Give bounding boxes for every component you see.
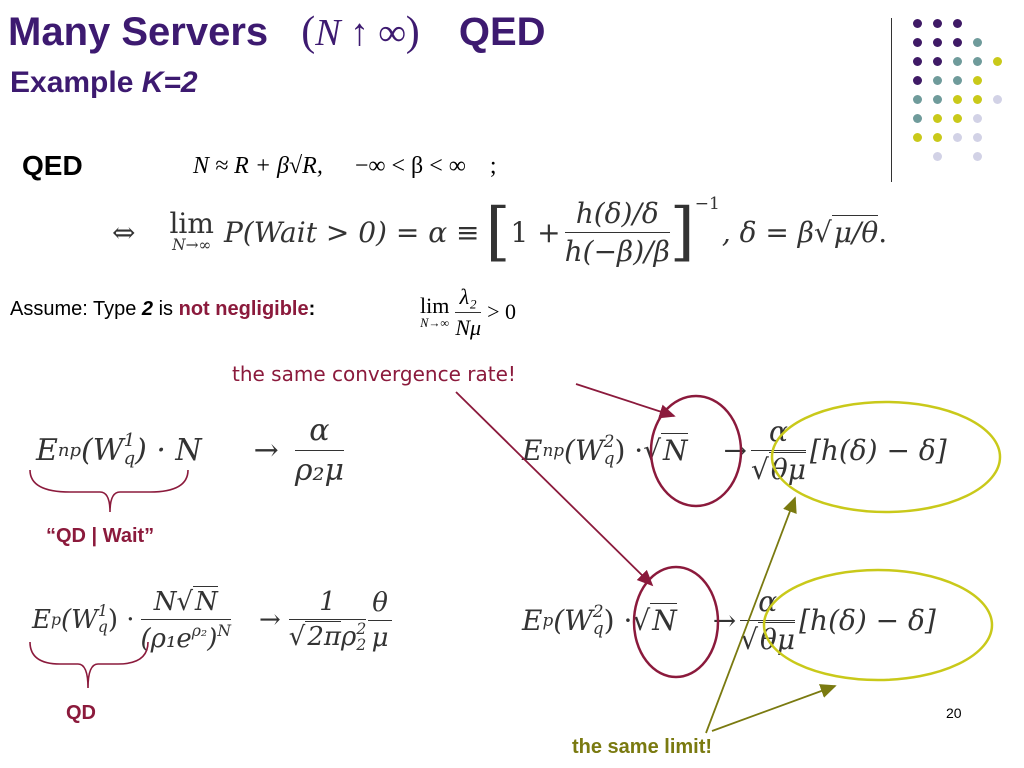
dot-icon — [913, 76, 922, 85]
assume-limit: lim N→∞ λ₂ Nμ > 0 — [420, 283, 516, 340]
dot-icon — [933, 114, 942, 123]
dot-icon — [953, 57, 962, 66]
dot-icon — [953, 114, 962, 123]
decorative-dot-grid — [0, 0, 1024, 180]
qed-regime-lhs: N ≈ R + β√R, — [193, 153, 323, 179]
dot-icon — [933, 152, 942, 161]
slide-subtitle: Example K=2 — [10, 66, 198, 100]
arrow-to-result-row2 — [711, 684, 837, 732]
subtitle-text-a: Example — [10, 66, 134, 99]
dot-icon — [933, 57, 942, 66]
title-math: N ↑ ∞ — [315, 12, 406, 54]
assume-prefix: Assume: Type — [10, 298, 137, 320]
dot-icon — [993, 95, 1002, 104]
dot-icon — [913, 19, 922, 28]
dot-icon — [993, 57, 1002, 66]
arrow-to-row2-ellipse — [455, 391, 654, 587]
iff-equation: ⇔ lim N→∞ P(Wait > 0) = α ≡ [ 1 + h(δ)/δ… — [112, 194, 888, 269]
dot-icon — [913, 38, 922, 47]
iff-exponent: −1 — [694, 194, 720, 214]
dot-icon — [973, 57, 982, 66]
dot-icon — [953, 95, 962, 104]
iff-symbol: ⇔ — [112, 215, 136, 249]
dot-icon — [973, 133, 982, 142]
dot-icon — [973, 38, 982, 47]
iff-fraction: h(δ)/δ h(−β)/β — [564, 196, 670, 268]
iff-body: P(Wait > 0) = α ≡ — [223, 215, 480, 249]
dot-icon — [933, 38, 942, 47]
same-limit-label: the same limit! — [572, 736, 713, 758]
dot-icon — [933, 95, 942, 104]
dot-icon — [913, 114, 922, 123]
iff-lim: lim N→∞ — [169, 207, 214, 255]
subtitle-text-b: K=2 — [141, 66, 198, 99]
assume-line: Assume: Type 2 is not negligible: — [10, 298, 316, 320]
dot-icon — [933, 19, 942, 28]
page-number: 20 — [946, 705, 962, 721]
dot-icon — [913, 95, 922, 104]
dot-icon — [973, 76, 982, 85]
dot-icon — [913, 57, 922, 66]
qed-regime-equation: N ≈ R + β√R, −∞ < β < ∞ ; — [193, 153, 497, 180]
dot-icon — [953, 76, 962, 85]
qed-regime-semicolon: ; — [489, 153, 497, 179]
qd-wait-label: “QD | Wait” — [46, 525, 155, 547]
arrow-to-row1-ellipse — [575, 383, 676, 419]
dot-icon — [953, 38, 962, 47]
convergence-annotation: the same convergence rate! — [232, 362, 516, 386]
qd-label: QD — [66, 702, 96, 724]
dot-icon — [933, 133, 942, 142]
divider-line — [891, 18, 892, 182]
dot-icon — [953, 19, 962, 28]
dot-icon — [973, 114, 982, 123]
qed-regime-range: −∞ < β < ∞ — [354, 153, 466, 179]
dot-icon — [973, 95, 982, 104]
dot-icon — [913, 133, 922, 142]
qed-label: QED — [22, 150, 83, 181]
title-text-b: QED — [458, 10, 546, 54]
dot-icon — [953, 133, 962, 142]
iff-bracket-one: 1 + — [510, 215, 561, 249]
dot-icon — [933, 76, 942, 85]
assume-not-negligible: not negligible — [178, 298, 309, 320]
title-text-a: Many Servers — [8, 10, 269, 54]
iff-delta-def: , δ = β — [721, 215, 814, 249]
slide-title: Many Servers (N ↑ ∞) QED — [8, 9, 546, 55]
dot-icon — [973, 152, 982, 161]
assume-type-number: 2 — [141, 298, 154, 320]
iff-delta-sqrt: μ/θ — [831, 215, 879, 249]
